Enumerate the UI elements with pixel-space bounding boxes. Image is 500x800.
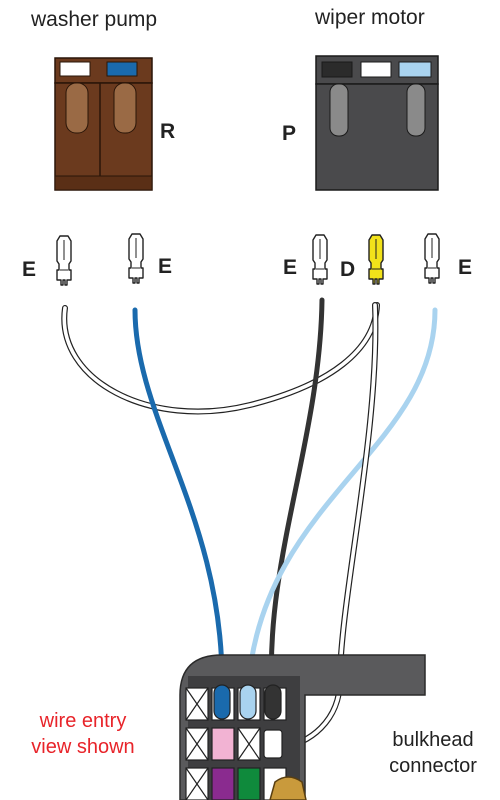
wire-blue	[132, 307, 225, 693]
wiper-cavity-lightblue	[398, 61, 432, 78]
wire-black	[268, 297, 325, 693]
cavity-white	[263, 729, 283, 759]
terminal-5	[424, 233, 440, 284]
terminal-1	[56, 235, 72, 286]
bulkhead-line-2: connector	[389, 755, 477, 777]
terminal-3	[312, 234, 328, 285]
wiper-cavity-white	[360, 61, 392, 78]
cavity-purple	[211, 767, 235, 800]
terminal-2	[128, 233, 144, 284]
bulkhead-note: bulkhead connector	[368, 727, 498, 779]
cavity-light-blue	[239, 684, 257, 720]
screw-icon	[269, 776, 307, 800]
wiper-cavity-black	[321, 61, 353, 78]
wire-light-blue	[245, 307, 438, 693]
washer-pump-letter: R	[160, 120, 176, 143]
washer-pump-title: washer pump	[31, 8, 158, 31]
wires	[61, 297, 438, 751]
wiper-motor-connector	[315, 55, 439, 191]
washer-cavity-white	[59, 61, 91, 77]
wire-entry-note: wire entry view shown	[8, 708, 158, 760]
terminal-letter-3: E	[283, 256, 298, 279]
wire-white-loop-outline	[61, 302, 380, 415]
terminal-letter-2: E	[158, 255, 173, 278]
bulkhead-connector	[179, 654, 426, 800]
terminal-letter-1: E	[22, 258, 37, 281]
cavity-pink	[211, 727, 235, 761]
terminal-4-yellow	[368, 234, 384, 285]
wire-white-long	[276, 303, 378, 750]
wiper-motor-title: wiper motor	[315, 6, 425, 29]
wire-entry-line-1: wire entry	[39, 710, 127, 732]
washer-cavity-blue	[106, 61, 138, 77]
terminal-letter-4: D	[340, 258, 356, 281]
terminal-letter-5: E	[458, 256, 473, 279]
cavity-black	[264, 684, 282, 720]
cavity-blue	[213, 684, 231, 720]
wiper-motor-letter: P	[282, 122, 297, 145]
washer-pump-connector	[54, 57, 153, 191]
cavity-green	[237, 767, 261, 800]
wire-entry-line-2: view shown	[31, 736, 135, 758]
wire-white-loop	[62, 303, 379, 414]
bulkhead-line-1: bulkhead	[392, 729, 474, 751]
